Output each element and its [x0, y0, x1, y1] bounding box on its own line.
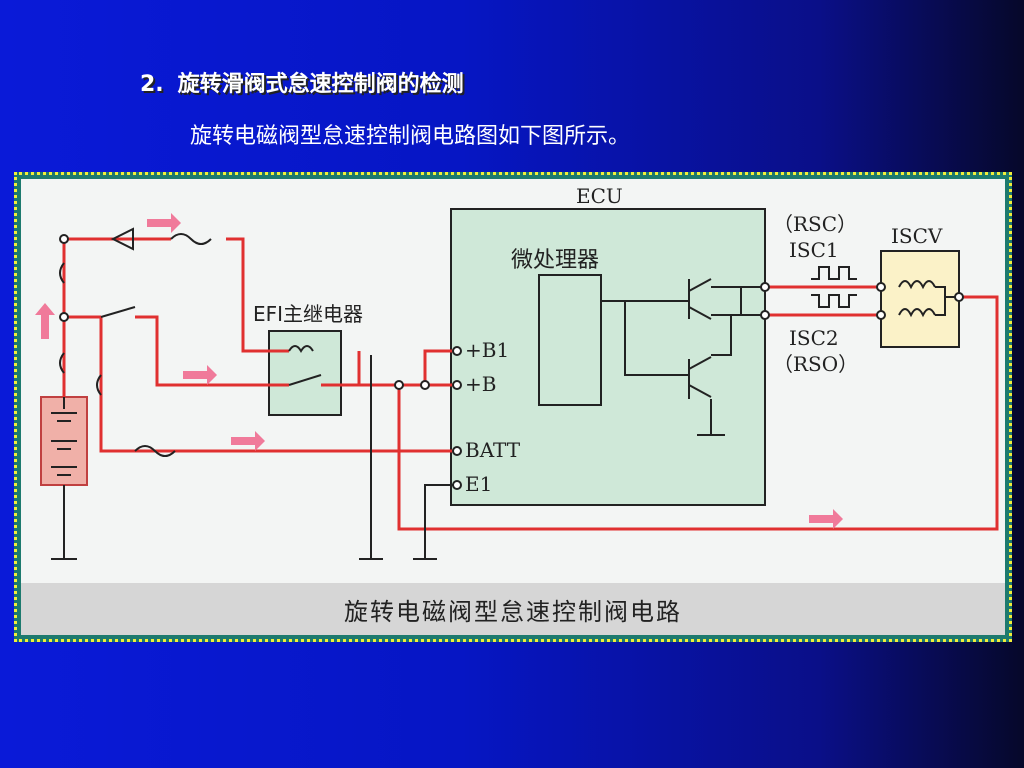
slide-title: 2. 旋转滑阀式怠速控制阀的检测 [140, 66, 464, 98]
iscv-label: ISCV [891, 224, 943, 248]
slide-subtitle: 旋转电磁阀型怠速控制阀电路图如下图所示。 [190, 124, 631, 149]
circuit-diagram: ECU 微处理器 EFI主继电器 ISCV [35, 184, 999, 560]
figure-frame: ECU 微处理器 EFI主继电器 ISCV [14, 172, 1012, 642]
connector-dots [59, 234, 964, 490]
title-number: 2. [140, 72, 164, 97]
rso-label: （RSO） [773, 352, 858, 376]
figure-caption: 旋转电磁阀型怠速控制阀电路 [21, 583, 1005, 635]
pin-b-label: +B [465, 372, 496, 396]
pulse-waveforms [811, 266, 857, 308]
pin-e1-label: E1 [465, 472, 492, 496]
iscv-box [880, 250, 960, 348]
efi-relay-box [268, 330, 342, 416]
current-flow-arrows [35, 213, 843, 529]
figure-panel: ECU 微处理器 EFI主继电器 ISCV [21, 179, 1005, 635]
title-text: 旋转滑阀式怠速控制阀的检测 [177, 72, 464, 97]
pin-b1-label: +B1 [465, 338, 509, 362]
isc1-label: ISC1 [789, 238, 839, 262]
ignition-switch [100, 227, 136, 318]
rsc-label: （RSC） [773, 212, 857, 236]
fuse-symbols [59, 233, 212, 457]
relay-internals [288, 345, 322, 386]
microprocessor-box [538, 274, 602, 406]
microprocessor-label: 微处理器 [511, 248, 599, 273]
efi-relay-label: EFI主继电器 [253, 302, 363, 326]
ecu-box [450, 208, 766, 506]
ecu-label: ECU [576, 184, 623, 208]
pin-batt-label: BATT [465, 438, 521, 462]
isc2-label: ISC2 [789, 326, 839, 350]
ground-wiring [51, 278, 765, 560]
wiring [62, 237, 999, 531]
